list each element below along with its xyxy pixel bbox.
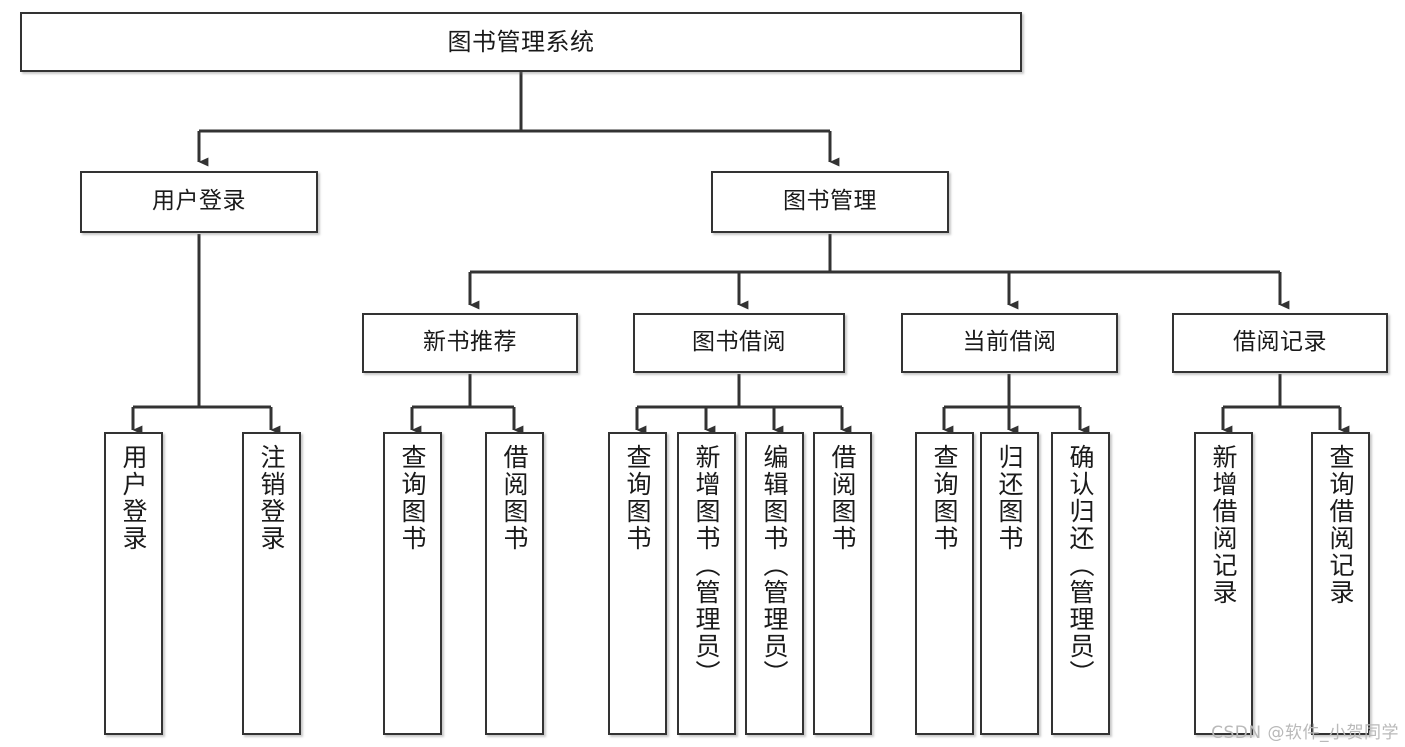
- node-current-borrow[interactable]: 当前借阅: [901, 313, 1118, 373]
- leaf-add-borrow-record[interactable]: 新增借阅记录: [1194, 432, 1253, 735]
- node-label: 查询图书: [398, 444, 427, 552]
- leaf-query-book-borrow[interactable]: 查询图书: [608, 432, 667, 735]
- node-new-book-recommend[interactable]: 新书推荐: [362, 313, 578, 373]
- leaf-query-book-current[interactable]: 查询图书: [915, 432, 974, 735]
- node-label: 注销登录: [257, 444, 286, 552]
- edges-borrowrecord-to-leaves: [1221, 374, 1350, 435]
- edges-bookmgmt-to-level2: [468, 234, 1290, 310]
- node-label: 借阅记录: [1233, 329, 1327, 356]
- node-label: 新增借阅记录: [1209, 444, 1238, 606]
- leaf-borrow-book-new-recommend[interactable]: 借阅图书: [485, 432, 544, 735]
- csdn-watermark: CSDN @软件_小贺同学: [1211, 723, 1399, 743]
- leaf-borrow-book[interactable]: 借阅图书: [813, 432, 872, 735]
- node-label: 查询图书: [623, 444, 652, 552]
- node-label: 用户登录: [152, 188, 246, 215]
- node-label: 当前借阅: [962, 329, 1057, 356]
- node-user-login[interactable]: 用户登录: [80, 171, 318, 233]
- edges-newbook-to-leaves: [410, 374, 524, 435]
- node-label: 借阅图书: [500, 444, 529, 552]
- node-label: 借阅图书: [828, 444, 857, 552]
- node-label: 归还图书: [995, 444, 1024, 552]
- node-root-book-management-system[interactable]: 图书管理系统: [20, 12, 1022, 72]
- leaf-edit-book[interactable]: 编辑图书（管理员）: [745, 432, 804, 735]
- node-book-management[interactable]: 图书管理: [711, 171, 949, 233]
- node-label: 图书借阅: [692, 329, 786, 356]
- node-book-borrow[interactable]: 图书借阅: [633, 313, 845, 373]
- node-label: 图书管理: [783, 188, 877, 215]
- node-borrow-record[interactable]: 借阅记录: [1172, 313, 1388, 373]
- node-label: 查询借阅记录: [1326, 444, 1355, 606]
- edges-root-to-level1: [197, 72, 840, 167]
- node-label: 查询图书: [930, 444, 959, 552]
- leaf-query-borrow-record[interactable]: 查询借阅记录: [1311, 432, 1370, 735]
- edges-currentborrow-to-leaves: [942, 374, 1090, 435]
- leaf-return-book[interactable]: 归还图书: [980, 432, 1039, 735]
- leaf-query-book-new-recommend[interactable]: 查询图书: [383, 432, 442, 735]
- node-label: 确认归还（管理员）: [1066, 444, 1095, 687]
- leaf-add-book[interactable]: 新增图书（管理员）: [677, 432, 736, 735]
- node-label: 图书管理系统: [447, 27, 595, 56]
- node-label: 新增图书（管理员）: [692, 444, 721, 687]
- node-label: 新书推荐: [423, 329, 517, 356]
- node-label: 编辑图书（管理员）: [760, 444, 789, 687]
- edges-bookborrow-to-leaves: [635, 374, 852, 435]
- leaf-confirm-return[interactable]: 确认归还（管理员）: [1051, 432, 1110, 735]
- leaf-user-logout[interactable]: 注销登录: [242, 432, 301, 735]
- leaf-user-login[interactable]: 用户登录: [104, 432, 163, 735]
- edges-userlogin-to-leaves: [131, 234, 281, 435]
- node-label: 用户登录: [119, 444, 148, 552]
